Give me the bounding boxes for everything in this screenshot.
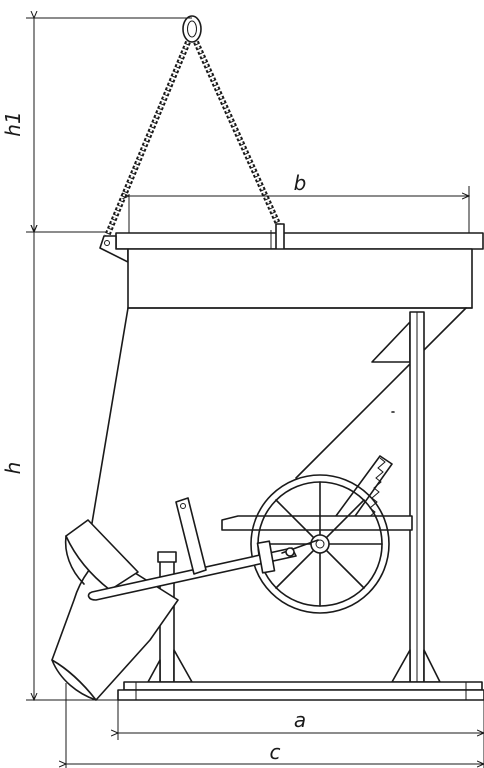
base-skid-bottom [117, 689, 484, 701]
left-post-cap [157, 551, 177, 563]
dimension-b: b [129, 171, 469, 234]
release-handle [175, 497, 207, 575]
left-post-foot [173, 649, 193, 683]
dimension-label-c: c [270, 740, 281, 764]
top-rim-bar [115, 232, 484, 250]
dimension-a: a [118, 692, 484, 768]
base-skid-top [123, 681, 483, 691]
lever-link [256, 540, 276, 574]
dimension-label-h: h [1, 462, 25, 475]
hopper-cone-right [295, 307, 467, 479]
lifting-ring [182, 15, 202, 43]
upper-bracket [371, 321, 411, 363]
right-post-foot [391, 649, 411, 683]
dimension-c: c [66, 683, 484, 768]
handwheel [250, 474, 390, 614]
gate-flap [65, 519, 139, 591]
dimension-label-a: a [294, 708, 306, 732]
sling-chain-left [104, 40, 191, 238]
platform-bar [221, 515, 413, 531]
upper-hopper [127, 248, 473, 309]
dimension-h1: h1 [1, 18, 192, 232]
dimension-h: h [1, 232, 118, 700]
dimension-label-h1: h1 [1, 111, 25, 136]
sling-chain-right [193, 40, 282, 228]
hopper-cone-left [89, 307, 129, 536]
dimension-label-b: b [294, 171, 307, 195]
